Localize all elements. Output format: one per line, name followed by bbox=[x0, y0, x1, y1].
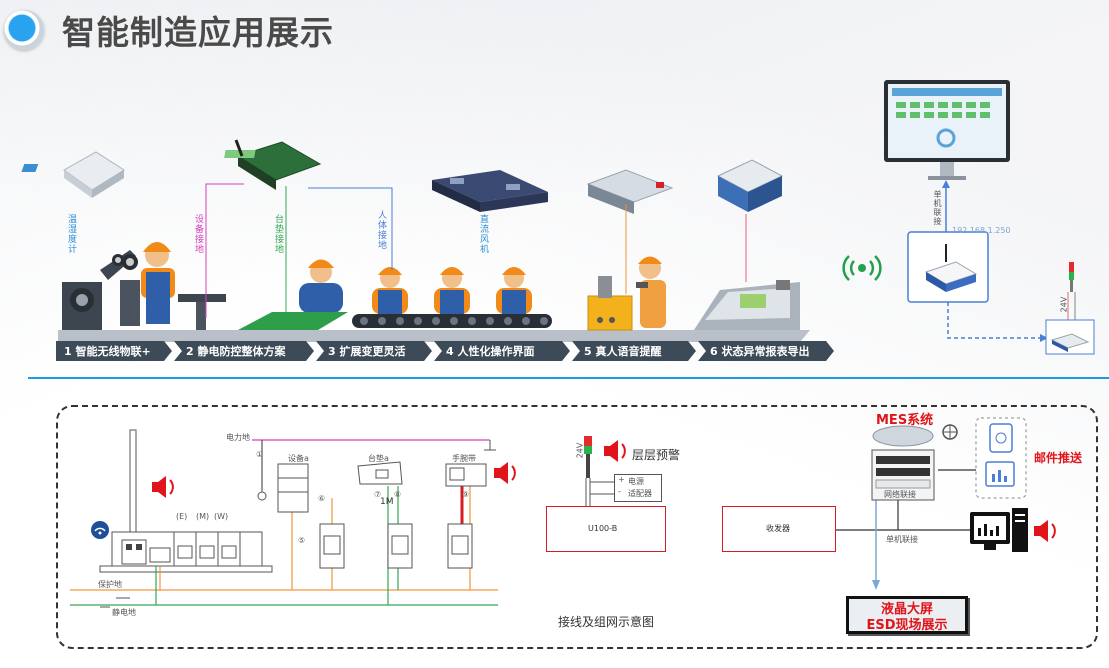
lcd-screen-box: 液晶大屏 ESD现场展示 bbox=[846, 596, 968, 634]
label-port-e: (E) bbox=[176, 512, 188, 521]
globe-icon bbox=[942, 424, 958, 440]
label-adapter-line1: 电源 bbox=[628, 477, 644, 486]
label-standalone-link: 单机联接 bbox=[933, 190, 942, 226]
phone-icon bbox=[989, 423, 1013, 453]
label-num-7: ⑦ bbox=[374, 490, 382, 499]
stage-1: 1 智能无线物联+ bbox=[56, 341, 172, 361]
power-adapter-box bbox=[614, 474, 662, 502]
lcd-line1: 液晶大屏 bbox=[880, 602, 933, 617]
label-controller: U100-B bbox=[588, 524, 618, 533]
label-mat-ground: 台垫接地 bbox=[273, 214, 283, 254]
server-rack bbox=[871, 449, 935, 501]
dashed-link bbox=[947, 302, 1046, 339]
label-mat-a: 台垫a bbox=[368, 454, 389, 463]
mes-cloud-icon bbox=[872, 425, 934, 447]
wall-sockets bbox=[319, 523, 473, 569]
title-bullet-icon bbox=[4, 10, 44, 50]
wrist-strap bbox=[445, 463, 487, 487]
label-network-link: 网络联接 bbox=[884, 490, 916, 499]
equipment-ground-line bbox=[205, 183, 244, 318]
label-num-6: ⑥ bbox=[318, 494, 326, 503]
tower-light-lower bbox=[584, 436, 614, 506]
alarm-device-right bbox=[1045, 319, 1095, 355]
label-dc-fan: 直流风机 bbox=[478, 214, 488, 254]
label-num-1: ① bbox=[256, 450, 264, 459]
stage-5: 5 真人语音提醒 bbox=[572, 341, 696, 361]
mes-monitor bbox=[884, 80, 1010, 180]
temp-humidity-device bbox=[21, 151, 125, 198]
label-alarm-voltage: 24V bbox=[575, 442, 585, 459]
speaker-icon-1 bbox=[152, 476, 174, 498]
label-resistor: 1M bbox=[380, 497, 394, 507]
wiring-diagram-frame bbox=[56, 405, 1098, 649]
controller-box bbox=[546, 506, 666, 552]
mes-title: MES系统 bbox=[876, 413, 934, 428]
label-voltage: 24V bbox=[1059, 296, 1069, 313]
section-divider bbox=[28, 377, 1109, 379]
worker-2 bbox=[299, 259, 343, 313]
voice-device bbox=[586, 169, 674, 214]
control-board bbox=[224, 139, 322, 190]
label-tower-warning: 层层预警 bbox=[632, 448, 681, 462]
stage-3: 3 扩展变更灵活 bbox=[316, 341, 432, 361]
label-mes-standalone: 单机联接 bbox=[886, 535, 918, 544]
mat-a bbox=[357, 461, 403, 485]
antenna-unit bbox=[99, 429, 273, 573]
label-device-a: 设备a bbox=[288, 454, 309, 463]
dc-fan-device bbox=[432, 170, 548, 212]
email-push-label: 邮件推送 bbox=[1034, 451, 1083, 465]
label-adapter-plus: + bbox=[618, 475, 625, 484]
stage-4: 4 人性化操作界面 bbox=[434, 341, 570, 361]
gateway-device bbox=[907, 231, 989, 303]
label-body-ground: 人体接地 bbox=[376, 210, 386, 250]
device-a bbox=[277, 463, 309, 513]
transceiver-box bbox=[722, 506, 836, 552]
label-static-ground: 静电地 bbox=[112, 608, 136, 617]
label-adapter-minus: - bbox=[618, 487, 621, 496]
label-transceiver: 收发器 bbox=[766, 524, 790, 533]
pc-monitor-icon bbox=[970, 508, 1028, 552]
body-ground-line bbox=[308, 187, 393, 270]
label-num-9: ⑨ bbox=[462, 490, 470, 499]
floor-platform bbox=[58, 330, 810, 342]
worker-5 bbox=[636, 256, 666, 328]
label-temp-humidity: 温湿度计 bbox=[66, 214, 76, 254]
label-wrist-strap: 手腕带 bbox=[452, 454, 476, 463]
conveyor bbox=[352, 314, 552, 328]
worker-1 bbox=[141, 242, 175, 324]
stage-bar: 1 智能无线物联+ 2 静电防控整体方案 3 扩展变更灵活 4 人性化操作界面 … bbox=[56, 341, 836, 361]
mat bbox=[238, 312, 348, 330]
label-ip: 192.168.1.250 bbox=[952, 226, 1011, 235]
workers-row bbox=[372, 267, 532, 314]
wifi-badge-1 bbox=[91, 521, 109, 539]
stage-6: 6 状态异常报表导出 bbox=[698, 341, 834, 361]
voice-cabinet bbox=[587, 276, 633, 331]
label-num-5: ⑤ bbox=[298, 536, 306, 545]
lcd-line2: ESD现场展示 bbox=[866, 618, 948, 633]
speaker-icon-2 bbox=[494, 462, 516, 484]
label-protect-ground: 保护地 bbox=[98, 580, 122, 589]
report-machine bbox=[694, 280, 800, 330]
label-equipment-ground: 设备接地 bbox=[193, 214, 203, 254]
label-adapter-line2: 适配器 bbox=[628, 489, 652, 498]
ground-symbols bbox=[100, 486, 267, 608]
wireless-signal-icon bbox=[842, 255, 882, 281]
label-port-w: (W) bbox=[214, 512, 229, 521]
machine-robot bbox=[62, 250, 226, 330]
stage-2: 2 静电防控整体方案 bbox=[174, 341, 314, 361]
speaker-icon-3 bbox=[604, 440, 626, 462]
chart-screen-icon bbox=[985, 461, 1015, 487]
report-device bbox=[716, 159, 784, 212]
label-power-ground: 电力地 bbox=[226, 433, 250, 442]
speaker-icon-4 bbox=[1034, 520, 1056, 542]
page-title: 智能制造应用展示 bbox=[62, 13, 334, 52]
label-port-m: (M) bbox=[196, 512, 210, 521]
label-num-8: ⑧ bbox=[394, 490, 402, 499]
diagram-caption: 接线及组网示意图 bbox=[558, 615, 655, 629]
